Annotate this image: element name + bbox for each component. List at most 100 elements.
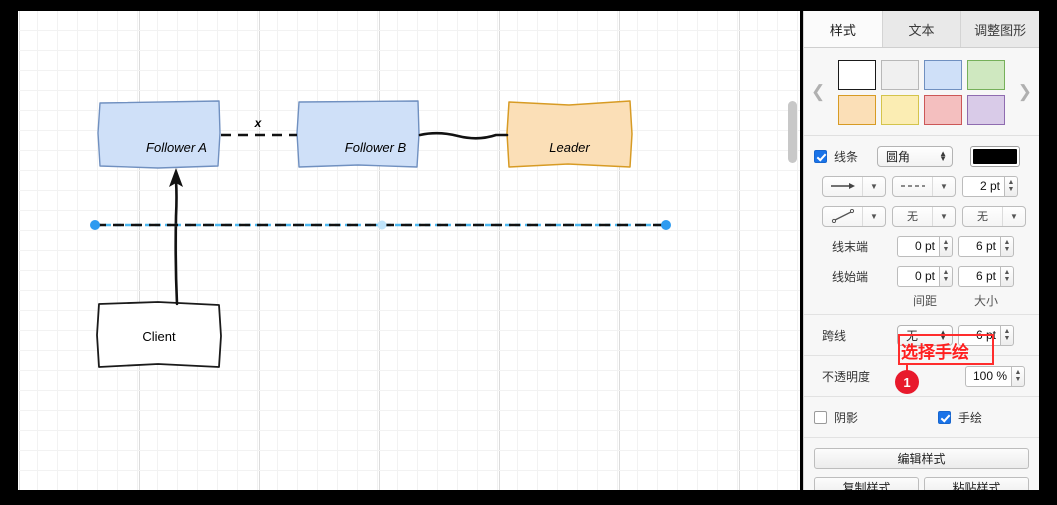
line-start-arrow-button[interactable]: 无 ▼ [892, 205, 956, 227]
stepper-arrows-icon[interactable]: ▲▼ [1011, 365, 1025, 387]
node-follower-a [97, 100, 221, 169]
stepper-arrows-icon[interactable]: ▲▼ [1004, 175, 1018, 197]
edge-follower-b-leader [418, 131, 509, 140]
line-jumps-section: 跨线 无 ▲▼ ▲▼ [804, 315, 1039, 356]
line-color-swatch [973, 148, 1018, 164]
size-column-header: 大小 [973, 293, 998, 308]
stepper-arrows-icon[interactable]: ▲▼ [939, 265, 953, 287]
stepper-arrows-icon[interactable]: ▲▼ [1000, 324, 1014, 346]
line-endpoint-handle-start [90, 220, 100, 230]
line-end-spacing-input [897, 235, 939, 257]
shadow-label: 阴影 [834, 410, 859, 425]
corner-style-select[interactable]: 圆角 ▲▼ [877, 145, 954, 167]
arrow-right-icon [823, 176, 863, 196]
opacity-section: 不透明度 ▲▼ [804, 356, 1039, 397]
line-start-spacing-input [897, 265, 939, 287]
line-width-input [962, 175, 1004, 197]
line-header-row: 线条 圆角 ▲▼ [804, 141, 1039, 171]
line-jumps-size-stepper[interactable]: ▲▼ [958, 324, 1014, 346]
stepper-arrows-icon: ▲▼ [939, 328, 947, 342]
line-style-row: ▼ ▼ ▲▼ [804, 171, 1039, 201]
line-midpoint-handle [377, 220, 387, 230]
line-end-arrow-value: 无 [963, 206, 1003, 226]
swatch-red[interactable] [924, 95, 962, 125]
node-leader [506, 100, 633, 168]
copy-paste-style-row: 复制样式 粘贴样式 [804, 473, 1039, 490]
line-color-well[interactable] [970, 145, 1021, 167]
chevron-down-icon[interactable]: ▼ [1010, 211, 1018, 221]
sketch-checkbox[interactable] [938, 410, 952, 424]
swatch-orange[interactable] [838, 95, 876, 125]
chevron-down-icon[interactable]: ▼ [940, 211, 948, 221]
node-follower-b [296, 100, 420, 168]
line-end-row: 线末端 ▲▼ ▲▼ [804, 231, 1039, 261]
canvas-grid [18, 11, 800, 490]
line-jumps-row: 跨线 无 ▲▼ ▲▼ [804, 320, 1039, 350]
stepper-arrows-icon[interactable]: ▲▼ [1000, 235, 1014, 257]
diagram-canvas[interactable]: Follower A Follower B Leader Client x [18, 11, 800, 490]
swatch-white[interactable] [838, 60, 876, 90]
line-width-stepper[interactable]: ▲▼ [962, 175, 1018, 197]
opacity-stepper[interactable]: ▲▼ [965, 365, 1025, 387]
edge-client-follower-a [174, 179, 179, 306]
swatch-light-green[interactable] [967, 60, 1005, 90]
diagram-shapes [90, 100, 671, 368]
effects-row: 阴影 手绘 [804, 402, 1039, 432]
canvas-vertical-scrollbar[interactable] [788, 11, 797, 490]
format-panel-tabs: 样式 文本 调整图形 [804, 11, 1039, 48]
line-enabled-checkbox[interactable] [814, 149, 827, 163]
swatch-purple[interactable] [967, 95, 1005, 125]
line-end-arrow-button[interactable]: 无 ▼ [962, 205, 1026, 227]
arrowhead-icon [169, 168, 183, 187]
paste-style-button[interactable]: 粘贴样式 [924, 477, 1029, 490]
scrollbar-thumb[interactable] [788, 101, 797, 163]
line-endings-row: ▼ 无 ▼ 无 ▼ [804, 201, 1039, 231]
node-client [96, 301, 222, 368]
line-jumps-size-input [958, 324, 1000, 346]
edit-style-row: 编辑样式 [804, 444, 1039, 473]
sketch-label: 手绘 [958, 410, 983, 425]
line-endpoint-handle-end [661, 220, 671, 230]
palette-swatches [838, 60, 1006, 125]
chevron-down-icon[interactable]: ▼ [870, 181, 878, 191]
opacity-input [965, 365, 1011, 387]
line-label: 线条 [834, 149, 859, 164]
line-start-size-stepper[interactable]: ▲▼ [958, 265, 1014, 287]
tab-style[interactable]: 样式 [804, 11, 883, 47]
dash-style-button[interactable]: ▼ [892, 175, 956, 197]
waypoint-style-button[interactable]: ▼ [822, 205, 886, 227]
tab-arrange[interactable]: 调整图形 [961, 11, 1039, 47]
opacity-label: 不透明度 [822, 369, 871, 384]
line-end-size-input [958, 235, 1000, 257]
copy-style-button[interactable]: 复制样式 [814, 477, 919, 490]
opacity-row: 不透明度 ▲▼ [804, 361, 1039, 391]
chevron-down-icon[interactable]: ▼ [940, 181, 948, 191]
shadow-checkbox[interactable] [814, 410, 827, 424]
line-jumps-select[interactable]: 无 ▲▼ [897, 324, 953, 346]
stepper-arrows-icon[interactable]: ▲▼ [939, 235, 953, 257]
tab-text[interactable]: 文本 [882, 11, 962, 47]
dashed-line-icon [893, 176, 933, 196]
line-end-spacing-stepper[interactable]: ▲▼ [897, 235, 953, 257]
format-panel: 样式 文本 调整图形 ❮ ❯ 线条 [803, 11, 1039, 490]
line-start-row: 线始端 ▲▼ ▲▼ [804, 261, 1039, 291]
line-start-arrow-value: 无 [893, 206, 933, 226]
line-start-label: 线始端 [832, 269, 869, 284]
line-start-spacing-stepper[interactable]: ▲▼ [897, 265, 953, 287]
diagonal-waypoint-icon [823, 206, 863, 226]
line-end-size-stepper[interactable]: ▲▼ [958, 235, 1014, 257]
line-jumps-label: 跨线 [822, 328, 847, 343]
stepper-arrows-icon[interactable]: ▲▼ [1000, 265, 1014, 287]
line-end-label: 线末端 [832, 239, 869, 254]
spacing-column-header: 间距 [912, 293, 937, 308]
swatch-light-gray[interactable] [881, 60, 919, 90]
chevron-down-icon[interactable]: ▼ [870, 211, 878, 221]
arrow-style-button[interactable]: ▼ [822, 175, 886, 197]
swatch-light-blue[interactable] [924, 60, 962, 90]
chevron-left-icon[interactable]: ❮ [811, 81, 826, 101]
chevron-right-icon[interactable]: ❯ [1017, 81, 1032, 101]
edit-style-button[interactable]: 编辑样式 [814, 448, 1029, 469]
stepper-arrows-icon: ▲▼ [939, 149, 948, 163]
swatch-yellow[interactable] [881, 95, 919, 125]
